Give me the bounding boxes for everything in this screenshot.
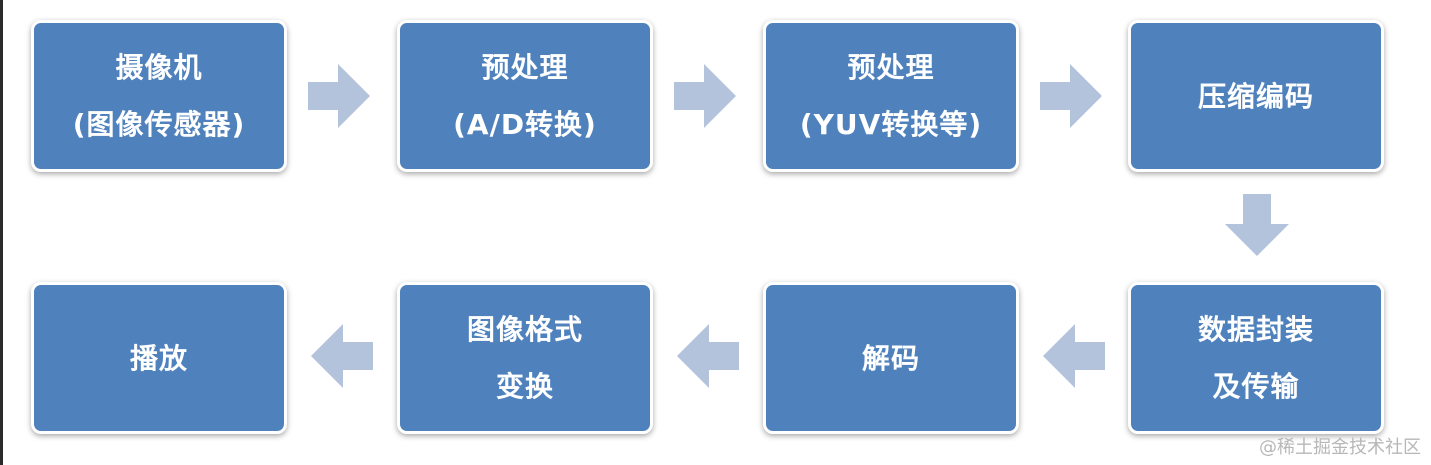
node-format-convert-line-1: 图像格式	[466, 313, 583, 346]
arrow-right-icon	[674, 64, 736, 128]
node-playback: 播放	[31, 282, 287, 434]
arrow-left-icon	[311, 324, 373, 388]
node-format-convert-line-2: 变换	[495, 370, 554, 403]
node-preprocess-yuv-line-1: 预处理	[847, 51, 935, 84]
node-format-convert: 图像格式 变换	[397, 282, 653, 434]
node-camera: 摄像机 (图像传感器)	[31, 20, 287, 172]
node-preprocess-yuv-line-2: (YUV转换等)	[799, 108, 983, 141]
node-compress-encode-line-1: 压缩编码	[1197, 79, 1314, 113]
arrow-left-shape	[677, 324, 739, 388]
node-decode: 解码	[763, 282, 1019, 434]
node-preprocess-yuv: 预处理 (YUV转换等)	[763, 20, 1019, 172]
left-edge-rule	[0, 0, 3, 465]
node-preprocess-ad: 预处理 (A/D转换)	[397, 20, 653, 172]
node-encapsulate-transmit-line-1: 数据封装	[1197, 313, 1314, 346]
arrow-left-shape	[311, 324, 373, 388]
watermark-text: @稀土掘金技术社区	[1259, 437, 1421, 458]
node-preprocess-ad-line-2: (A/D转换)	[453, 108, 597, 141]
arrow-left-icon	[677, 324, 739, 388]
arrow-right-shape	[308, 64, 370, 128]
arrow-down-icon	[1225, 194, 1289, 256]
arrow-right-icon	[308, 64, 370, 128]
node-compress-encode: 压缩编码	[1128, 20, 1384, 172]
node-decode-line-1: 解码	[861, 341, 920, 375]
node-encapsulate-transmit: 数据封装 及传输	[1128, 282, 1384, 434]
arrow-right-shape	[1040, 64, 1102, 128]
arrow-right-icon	[1040, 64, 1102, 128]
arrow-left-shape	[1043, 324, 1105, 388]
node-playback-line-1: 播放	[129, 341, 188, 375]
arrow-left-icon	[1043, 324, 1105, 388]
node-camera-line-2: (图像传感器)	[72, 108, 246, 141]
arrow-down-shape	[1225, 194, 1289, 256]
node-camera-line-1: 摄像机	[115, 51, 203, 84]
node-preprocess-ad-line-1: 预处理	[481, 51, 569, 84]
node-encapsulate-transmit-line-2: 及传输	[1212, 370, 1300, 403]
arrow-right-shape	[674, 64, 736, 128]
